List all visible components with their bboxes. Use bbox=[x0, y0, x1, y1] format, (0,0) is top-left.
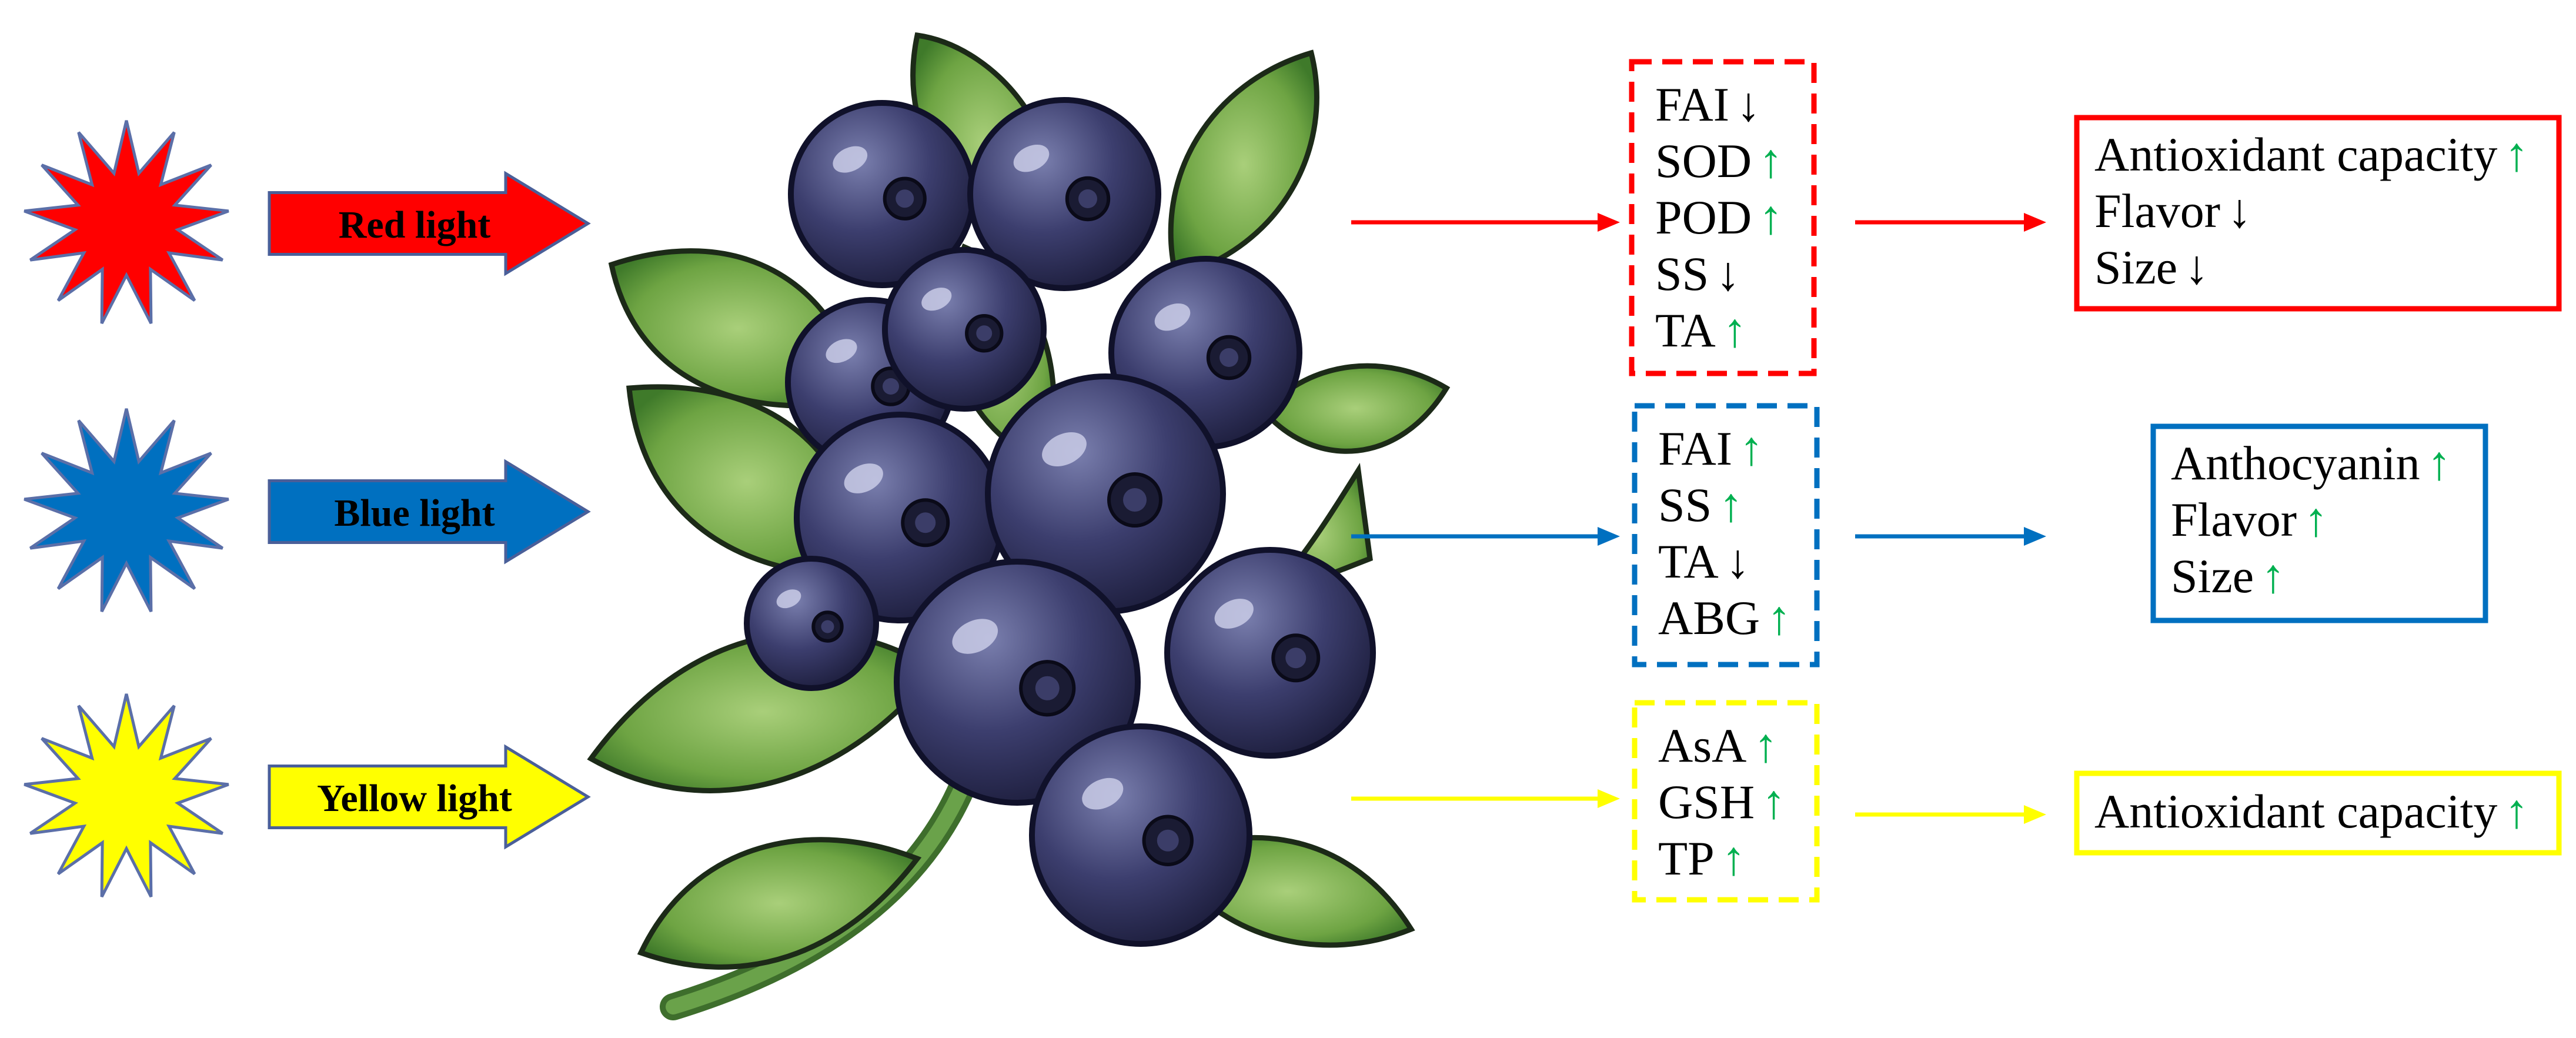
indicator-item: FAI↓ bbox=[1655, 78, 1760, 131]
light-source-0: Red light bbox=[24, 120, 591, 325]
up-arrow-icon: ↑ bbox=[1753, 719, 1778, 772]
indicator-box bbox=[1629, 59, 1817, 376]
starburst-icon bbox=[24, 693, 229, 898]
arrow-to-indicators-0 bbox=[1351, 213, 1620, 232]
up-arrow-icon: ↑ bbox=[1759, 134, 1783, 188]
flow-arrows bbox=[1351, 213, 2046, 824]
down-arrow-icon: ↓ bbox=[2184, 241, 2209, 294]
indicator-boxes: FAI↓SOD↑POD↑SS↓TA↑ FAI↑SS↑TA↓ABG↑ AsA↑GSH↑… bbox=[1629, 59, 1820, 903]
light-arrow bbox=[268, 744, 591, 850]
up-arrow-icon: ↑ bbox=[2504, 128, 2528, 181]
outcome-item: Anthocyanin↑ bbox=[2171, 436, 2451, 490]
light-source-2: Yellow light bbox=[24, 693, 591, 898]
indicator-item: SOD↑ bbox=[1655, 134, 1783, 188]
berry-shapes bbox=[744, 97, 1376, 947]
outcome-group-2: Antioxidant capacity↑ bbox=[2074, 770, 2562, 856]
light-label: Blue light bbox=[334, 492, 495, 535]
up-arrow-icon: ↑ bbox=[1759, 191, 1783, 244]
up-arrow-icon: ↑ bbox=[1762, 775, 1786, 829]
light-arrow bbox=[268, 171, 591, 276]
outcome-item: Antioxidant capacity↑ bbox=[2094, 785, 2528, 838]
starburst-icon bbox=[24, 120, 229, 325]
indicator-box bbox=[1632, 403, 1820, 667]
outcome-boxes: Antioxidant capacity↑Flavor↓Size↓Anthocy… bbox=[2074, 115, 2562, 856]
indicator-item: GSH↑ bbox=[1658, 775, 1786, 829]
light-arrow bbox=[268, 459, 591, 565]
up-arrow-icon: ↑ bbox=[1767, 591, 1791, 645]
outcome-box bbox=[2074, 770, 2562, 856]
up-arrow-icon: ↑ bbox=[2427, 436, 2451, 490]
up-arrow-icon: ↑ bbox=[2304, 493, 2328, 546]
down-arrow-icon: ↓ bbox=[1726, 535, 1750, 588]
indicator-group-0: FAI↓SOD↑POD↑SS↓TA↑ bbox=[1629, 59, 1817, 376]
indicator-item: FAI↑ bbox=[1658, 422, 1763, 475]
arrow-to-outcomes-2 bbox=[1855, 805, 2046, 824]
outcome-item: Flavor↑ bbox=[2171, 493, 2328, 546]
indicator-item: POD↑ bbox=[1655, 191, 1783, 244]
down-arrow-icon: ↓ bbox=[1716, 247, 1740, 301]
up-arrow-icon: ↑ bbox=[1722, 832, 1746, 885]
light-source-1: Blue light bbox=[24, 408, 591, 613]
light-label: Yellow light bbox=[317, 777, 512, 820]
indicator-box bbox=[1632, 700, 1820, 903]
outcome-item: Size↑ bbox=[2171, 549, 2285, 603]
blueberry-cluster-icon bbox=[587, 32, 1451, 1020]
arrow-to-outcomes-1 bbox=[1855, 527, 2046, 546]
indicator-item: AsA↑ bbox=[1658, 719, 1778, 772]
up-arrow-icon: ↑ bbox=[1719, 478, 1743, 532]
indicator-item: TA↑ bbox=[1655, 303, 1747, 357]
outcome-box bbox=[2150, 423, 2488, 623]
up-arrow-icon: ↑ bbox=[1723, 303, 1747, 357]
outcome-group-1: Anthocyanin↑Flavor↑Size↑ bbox=[2150, 423, 2488, 623]
outcome-group-0: Antioxidant capacity↑Flavor↓Size↓ bbox=[2074, 115, 2562, 312]
outcome-item: Flavor↓ bbox=[2094, 184, 2251, 238]
outcome-item: Antioxidant capacity↑ bbox=[2094, 128, 2528, 181]
indicator-item: SS↓ bbox=[1655, 247, 1740, 301]
indicator-group-1: FAI↑SS↑TA↓ABG↑ bbox=[1632, 403, 1820, 667]
indicator-item: TP↑ bbox=[1658, 832, 1746, 885]
up-arrow-icon: ↑ bbox=[1739, 422, 1763, 475]
indicator-item: ABG↑ bbox=[1658, 591, 1791, 645]
outcome-box bbox=[2074, 115, 2562, 312]
down-arrow-icon: ↓ bbox=[1736, 78, 1760, 131]
up-arrow-icon: ↑ bbox=[2504, 785, 2528, 838]
down-arrow-icon: ↓ bbox=[2227, 184, 2251, 238]
light-label: Red light bbox=[339, 203, 491, 246]
up-arrow-icon: ↑ bbox=[2261, 549, 2285, 603]
arrow-to-indicators-1 bbox=[1351, 527, 1620, 546]
indicator-item: SS↑ bbox=[1658, 478, 1743, 532]
arrow-to-outcomes-0 bbox=[1855, 213, 2046, 232]
indicator-item: TA↓ bbox=[1658, 535, 1750, 588]
outcome-item: Size↓ bbox=[2094, 241, 2209, 294]
starburst-icon bbox=[24, 408, 229, 613]
indicator-group-2: AsA↑GSH↑TP↑ bbox=[1632, 700, 1820, 903]
arrow-to-indicators-2 bbox=[1351, 789, 1620, 808]
